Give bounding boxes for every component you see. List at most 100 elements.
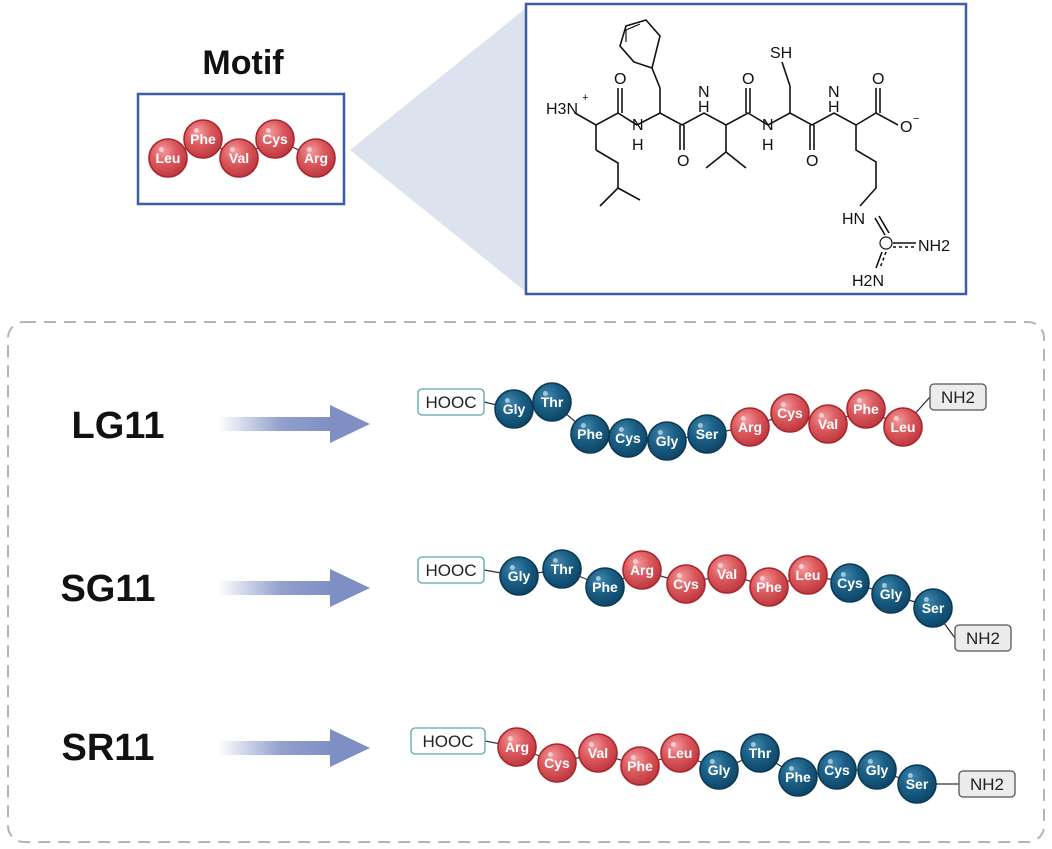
motif-residue-sphere bbox=[749, 567, 789, 607]
highlight-dot bbox=[630, 754, 636, 760]
residue-label: Gly bbox=[880, 586, 903, 602]
residue-bead: Ser bbox=[687, 414, 727, 454]
residue-bead: Phe bbox=[749, 567, 789, 607]
highlight-dot bbox=[881, 582, 887, 588]
nh2-terminus: NH2 bbox=[958, 770, 1016, 798]
terminus-label: HOOC bbox=[423, 732, 474, 751]
residue-bead: Thr bbox=[532, 382, 572, 422]
terminus-box bbox=[417, 388, 485, 416]
peptide-name: SG11 bbox=[60, 568, 155, 610]
chemical-structure bbox=[574, 19, 916, 269]
highlight-dot bbox=[547, 751, 553, 757]
residue-sphere bbox=[532, 382, 572, 422]
residue-label: Gly bbox=[503, 401, 526, 417]
highlight-dot bbox=[632, 558, 638, 564]
residue-bead: Cys bbox=[537, 743, 577, 783]
terminus-box bbox=[958, 770, 1016, 798]
highlight-dot bbox=[595, 575, 601, 581]
motif-residue-sphere bbox=[660, 733, 700, 773]
residue-label: Gly bbox=[708, 762, 731, 778]
highlight-dot bbox=[657, 429, 663, 435]
residue-label: Phe bbox=[853, 401, 879, 417]
motif-residue-sphere bbox=[707, 554, 747, 594]
residue-label: Ser bbox=[906, 776, 929, 792]
highlight-dot bbox=[509, 564, 515, 570]
arrow-head bbox=[330, 729, 370, 767]
residue-sphere bbox=[778, 757, 818, 797]
residue-bead: Phe bbox=[183, 119, 223, 159]
residue-bead: Cys bbox=[255, 119, 295, 159]
motif-residue-sphere bbox=[846, 389, 886, 429]
motif-residue-sphere bbox=[620, 746, 660, 786]
residue-label: Gly bbox=[656, 433, 679, 449]
residue-bead: Val bbox=[707, 554, 747, 594]
label-n2: N bbox=[698, 84, 710, 101]
highlight-dot bbox=[856, 397, 862, 403]
highlight-dot bbox=[923, 596, 929, 602]
nh2-terminus: NH2 bbox=[929, 383, 987, 411]
residue-label: Ser bbox=[696, 426, 719, 442]
residue-bead: Cys bbox=[817, 750, 857, 790]
residue-label: Leu bbox=[891, 419, 916, 435]
highlight-dot bbox=[818, 412, 824, 418]
residue-sphere bbox=[913, 588, 953, 628]
highlight-dot bbox=[867, 758, 873, 764]
residue-label: Cys bbox=[824, 762, 850, 778]
terminus-label: HOOC bbox=[426, 561, 477, 580]
motif-residue-sphere bbox=[255, 119, 295, 159]
residue-sphere bbox=[585, 567, 625, 607]
residue-label: Cys bbox=[262, 131, 288, 147]
motif-residue-sphere bbox=[883, 407, 923, 447]
label-n4: N bbox=[828, 84, 840, 101]
residue-bead: Gly bbox=[857, 750, 897, 790]
residue-label: Ser bbox=[922, 600, 945, 616]
residue-sphere bbox=[817, 750, 857, 790]
highlight-dot bbox=[798, 563, 804, 569]
arrow-shaft bbox=[218, 741, 332, 755]
motif-residue-sphere bbox=[148, 138, 188, 178]
residue-sphere bbox=[494, 389, 534, 429]
terminus-label: NH2 bbox=[941, 388, 975, 407]
residue-bead: Phe bbox=[778, 757, 818, 797]
residue-label: Cys bbox=[615, 430, 641, 446]
residue-label: Leu bbox=[156, 150, 181, 166]
residue-bead: Phe bbox=[585, 567, 625, 607]
motif-residue-sphere bbox=[183, 119, 223, 159]
zoom-wedge bbox=[350, 8, 526, 292]
motif-residue-sphere bbox=[730, 407, 770, 447]
terminus-box bbox=[954, 624, 1012, 652]
residue-label: Thr bbox=[541, 394, 564, 410]
structure-box bbox=[524, 2, 968, 296]
label-n1: N bbox=[632, 117, 644, 134]
label-o1: O bbox=[614, 71, 626, 88]
residue-label: Val bbox=[229, 150, 249, 166]
residue-sphere bbox=[687, 414, 727, 454]
residue-label: Cys bbox=[777, 405, 803, 421]
residue-sphere bbox=[699, 750, 739, 790]
highlight-dot bbox=[507, 735, 513, 741]
residue-bead: Ser bbox=[897, 764, 937, 804]
residue-bead: Val bbox=[219, 138, 259, 178]
residue-bead: Arg bbox=[296, 138, 336, 178]
hooc-terminus: HOOC bbox=[410, 727, 486, 755]
label-sh: SH bbox=[770, 45, 792, 62]
residue-label: Arg bbox=[505, 739, 529, 755]
motif-residue-sphere bbox=[770, 393, 810, 433]
residue-label: Arg bbox=[630, 562, 654, 578]
residue-label: Thr bbox=[551, 561, 574, 577]
terminus-box bbox=[417, 556, 485, 584]
residue-bead: Leu bbox=[660, 733, 700, 773]
residue-bead: Gly bbox=[699, 750, 739, 790]
highlight-dot bbox=[740, 415, 746, 421]
highlight-dot bbox=[670, 741, 676, 747]
arrow-icon bbox=[218, 569, 370, 607]
highlight-dot bbox=[750, 741, 756, 747]
highlight-dot bbox=[907, 772, 913, 778]
residue-bead: Arg bbox=[622, 550, 662, 590]
highlight-dot bbox=[504, 397, 510, 403]
